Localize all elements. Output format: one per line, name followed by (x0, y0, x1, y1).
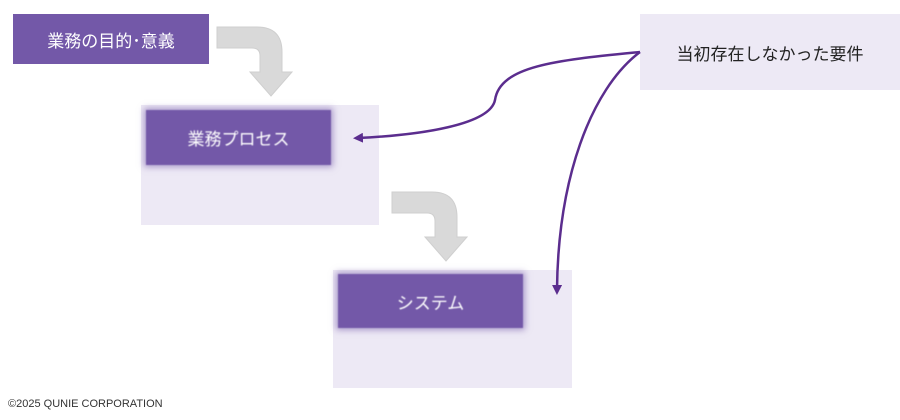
flow-arrow-process-to-system (391, 191, 469, 262)
purpose-box: 業務の目的･意義 (13, 14, 209, 64)
purpose-label: 業務の目的･意義 (47, 31, 175, 52)
requirements-label: 当初存在しなかった要件 (676, 44, 864, 65)
connector-requirements-to-system (552, 51, 641, 295)
process-label: 業務プロセス (187, 130, 290, 150)
system-label: システム (396, 293, 465, 314)
copyright-text: ©2025 QUNIE CORPORATION (8, 398, 163, 410)
process-box: 業務プロセス (146, 110, 331, 165)
system-box: システム (338, 274, 523, 328)
connector-requirements-to-process (353, 50, 641, 143)
flow-arrow-purpose-to-process (216, 26, 294, 97)
requirements-box: 当初存在しなかった要件 (640, 14, 900, 90)
